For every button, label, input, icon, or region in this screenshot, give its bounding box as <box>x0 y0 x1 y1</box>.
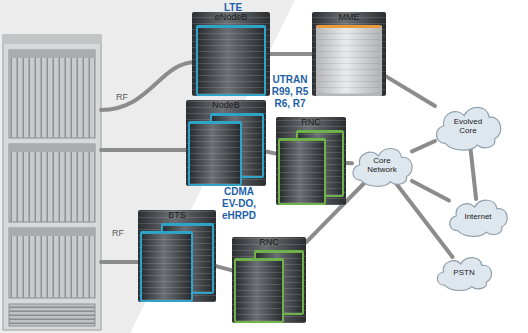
network-cloud: Core Network <box>347 142 417 188</box>
node-label: Core Network <box>360 156 404 174</box>
network-cable <box>412 181 449 201</box>
rf-cable <box>101 62 196 110</box>
node-label: MME <box>312 12 386 23</box>
node-label: BTS <box>138 210 216 221</box>
cloud-outline <box>450 200 508 236</box>
network-cable <box>396 183 453 257</box>
network-cable <box>346 161 352 165</box>
rf-label: RF <box>116 92 128 103</box>
rack-top <box>3 35 101 44</box>
server-box <box>140 231 193 302</box>
rf-cable <box>101 260 142 264</box>
network-cable <box>216 266 232 270</box>
network-cloud: PSTN <box>432 252 496 292</box>
server-node: NodeB <box>186 100 266 186</box>
equipment-rack <box>3 35 101 330</box>
rack-chassis-bar <box>9 228 95 236</box>
server-node: BTS <box>138 210 216 302</box>
rack-chassis-bar <box>9 50 95 58</box>
server-box <box>188 121 242 186</box>
server-box <box>278 138 326 205</box>
node-label: eNodeB <box>192 12 270 23</box>
server-node: eNodeB <box>192 12 270 96</box>
network-label: CDMA EV-DO, eHRPD <box>216 186 262 222</box>
server-box <box>196 25 266 96</box>
cloud-text-holder: PSTN <box>432 252 496 292</box>
node-label: PSTN <box>453 268 474 277</box>
background-band <box>0 0 295 333</box>
server-node: MME <box>312 12 386 96</box>
rack-grille <box>9 304 95 326</box>
node-label: RNC <box>232 237 306 248</box>
cloud-text-holder: Core Network <box>347 142 417 188</box>
cloud-text-holder: Evolved Core <box>430 100 506 152</box>
server-box <box>234 258 284 323</box>
network-cable <box>470 147 476 199</box>
rack-chassis <box>9 50 95 138</box>
server-node: RNC <box>276 117 346 205</box>
cloud-text-holder: Internet <box>444 194 512 238</box>
rack-chassis <box>9 144 95 222</box>
cloud-outline <box>353 149 412 187</box>
network-label: LTE <box>222 2 244 14</box>
server-node: RNC <box>232 237 306 323</box>
rack-chassis-bar <box>9 144 95 152</box>
network-cloud: Evolved Core <box>430 100 506 152</box>
node-label: Evolved Core <box>446 117 490 135</box>
rf-label: RF <box>112 228 124 239</box>
network-cable <box>386 76 435 106</box>
node-label: Internet <box>464 212 491 221</box>
node-label: NodeB <box>186 100 266 111</box>
network-cable <box>266 151 276 153</box>
rack-chassis <box>9 228 95 298</box>
network-cable <box>412 141 435 151</box>
cloud-outline <box>436 107 500 150</box>
network-cable <box>270 52 312 56</box>
node-label: RNC <box>276 117 346 128</box>
network-cloud: Internet <box>444 194 512 238</box>
rack-frame <box>3 35 101 330</box>
rf-cable <box>101 148 190 152</box>
cloud-outline <box>437 258 491 291</box>
network-label: UTRAN R99, R5 R6, R7 <box>264 74 316 110</box>
server-box <box>316 25 382 96</box>
